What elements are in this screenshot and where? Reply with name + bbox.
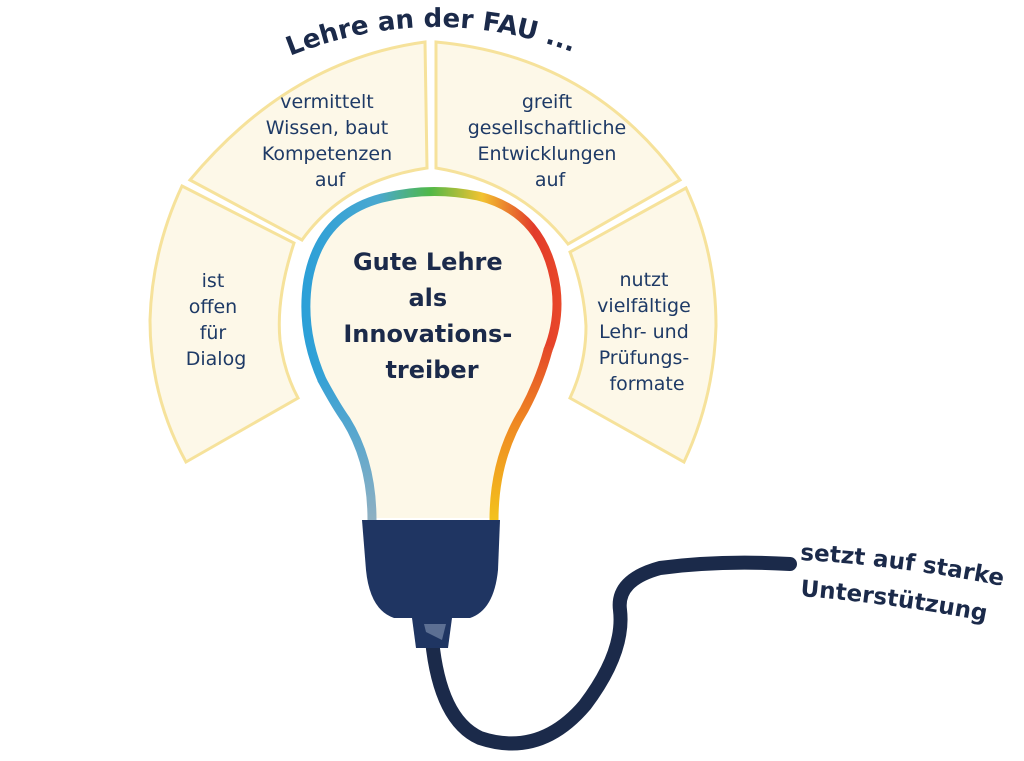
bulb-outline-top [301,187,562,385]
bulb-glass [306,191,557,519]
segment-upper-right: greift gesellschaftliche Entwicklungen a… [434,40,683,246]
bulb-outline-lower-right [489,345,553,525]
segment-upper-left: vermittelt Wissen, baut Kompetenzen auf [187,40,429,242]
center-label: Gute Lehre als Innovations- treiber [343,248,520,384]
segment-upper-right-shape [434,40,683,246]
socket-highlight [424,624,446,640]
diagram-title: Lehre an der FAU ... [282,4,581,63]
segment-right-text: nutzt vielfältige Lehr- und Prüfungs- fo… [597,269,697,395]
segment-left-text: ist offen für Dialog [186,270,247,370]
power-cable [425,555,797,751]
bulb-outline-lower-left [317,375,377,525]
segment-left: ist offen für Dialog [148,183,301,465]
bulb-socket [362,520,500,618]
segment-right-shape [568,185,718,465]
segment-upper-right-text: greift gesellschaftliche Entwicklungen a… [468,91,633,191]
segment-left-shape [148,183,301,465]
segment-upper-left-shape [187,40,429,242]
segment-right: nutzt vielfältige Lehr- und Prüfungs- fo… [568,185,718,465]
segment-upper-left-text: vermittelt Wissen, baut Kompetenzen auf [262,91,398,191]
